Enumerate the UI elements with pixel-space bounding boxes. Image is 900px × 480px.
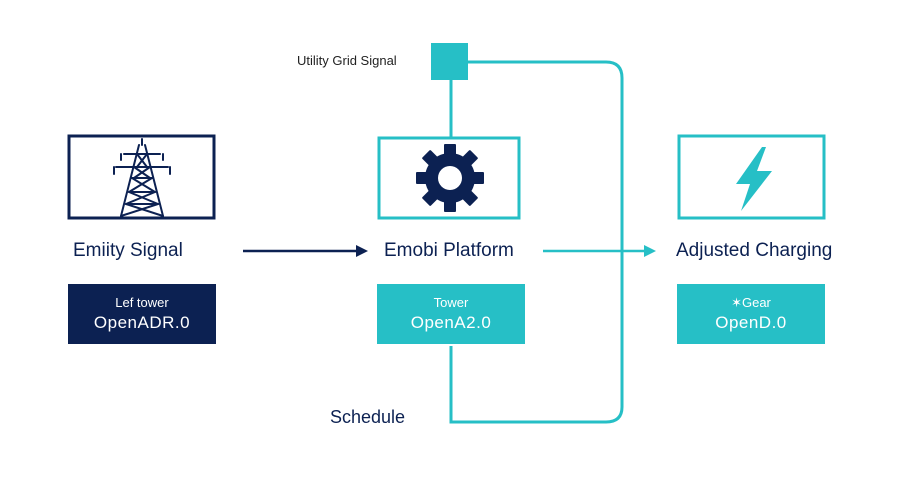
node-title-platform: Emobi Platform [384,240,514,261]
arrow-platform-to-charging-head [644,245,656,257]
arrow-signal-to-platform-head [356,245,368,257]
utility-grid-signal-label: Utility Grid Signal [297,53,397,68]
node-title-signal: Emiity Signal [73,240,183,261]
schedule-label: Schedule [330,407,406,427]
badge-line2: OpenADR.0 [93,313,191,332]
badge-line1: Tower [433,295,469,310]
badge-line2: OpenD.0 [715,313,787,332]
gear-icon [416,144,484,212]
utility-signal-square [431,43,468,80]
node-badge-charging: ✶Gear OpenD.0 [677,284,825,344]
node-title-charging: Adjusted Charging [676,240,833,261]
transmission-tower-icon [113,138,171,217]
badge-line1: Lef tower [115,295,169,310]
lightning-bolt-icon [736,147,772,211]
badge-line1: ✶Gear [731,295,771,310]
utility-loop-connector [449,60,624,424]
badge-line2: OpenA2.0 [410,313,492,332]
node-badge-platform: Tower OpenA2.0 [377,284,525,344]
node-badge-signal: Lef tower OpenADR.0 [68,284,216,344]
